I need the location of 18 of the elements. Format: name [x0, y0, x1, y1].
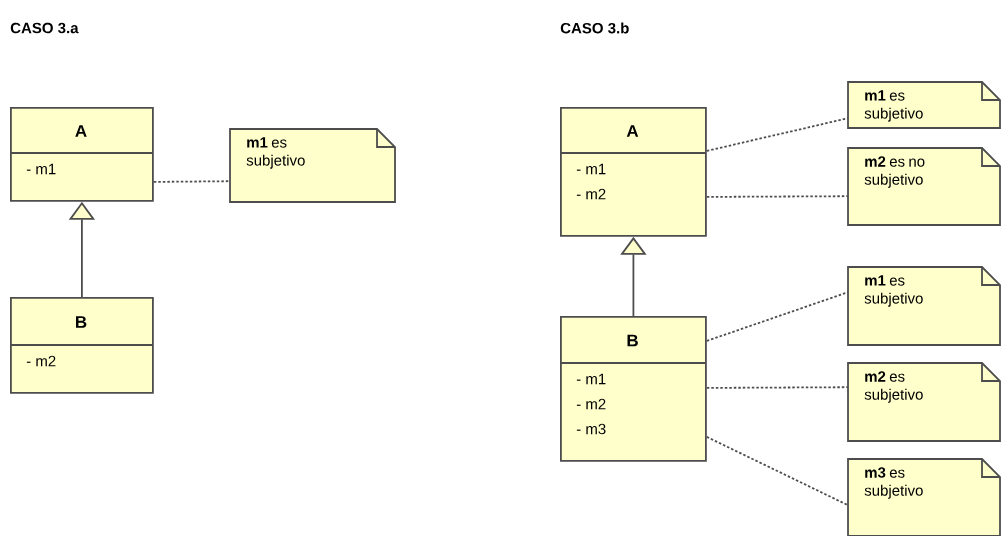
note-box: m1 es subjetivo [847, 266, 1001, 346]
class-box: B - m2 [9, 297, 154, 394]
note-box: m3 es subjetivo [847, 458, 1001, 536]
note-box: m1 es subjetivo [847, 81, 1001, 129]
connector-line [705, 291, 849, 342]
class-box: A - m1 [9, 107, 154, 202]
connector-line [705, 386, 849, 389]
class-box: A - m1 - m2 [559, 107, 707, 237]
connector-line [705, 436, 849, 507]
class-box: B - m1 - m2 - m3 [559, 316, 707, 462]
note-box: m2 es no subjetivo [847, 147, 1001, 226]
note-box: m2 es subjetivo [847, 362, 1001, 442]
connector-line [705, 117, 849, 152]
note-box: m1 es subjetivo [229, 128, 396, 203]
connector-line [152, 180, 231, 183]
case-title: CASO 3.b [560, 22, 629, 34]
case-title: CASO 3.a [10, 22, 79, 34]
connector-line [705, 195, 849, 198]
